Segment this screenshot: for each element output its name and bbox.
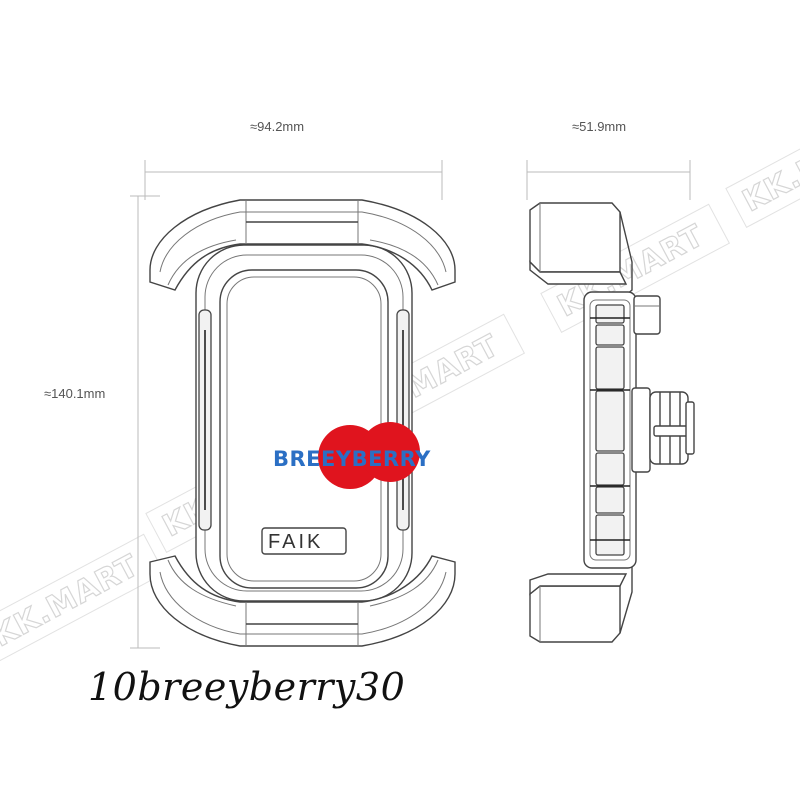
watermark-text: KK.MART	[0, 548, 145, 654]
width-dimension-label: ≈94.2mm	[250, 119, 304, 134]
logo-circle-right	[360, 422, 420, 482]
seller-id-signature: 10breeyberry30	[88, 665, 406, 709]
height-dimension-label: ≈140.1mm	[44, 386, 105, 401]
depth-dimension-label: ≈51.9mm	[572, 119, 626, 134]
front-view-drawing: FAIK	[149, 199, 456, 647]
side-view-drawing	[529, 202, 695, 643]
dimension-lines	[130, 160, 691, 649]
seller-logo: BREEYBERRY	[273, 422, 431, 489]
product-brand-label: FAIK	[268, 531, 323, 553]
seller-logo-text: BREEYBERRY	[273, 447, 431, 471]
